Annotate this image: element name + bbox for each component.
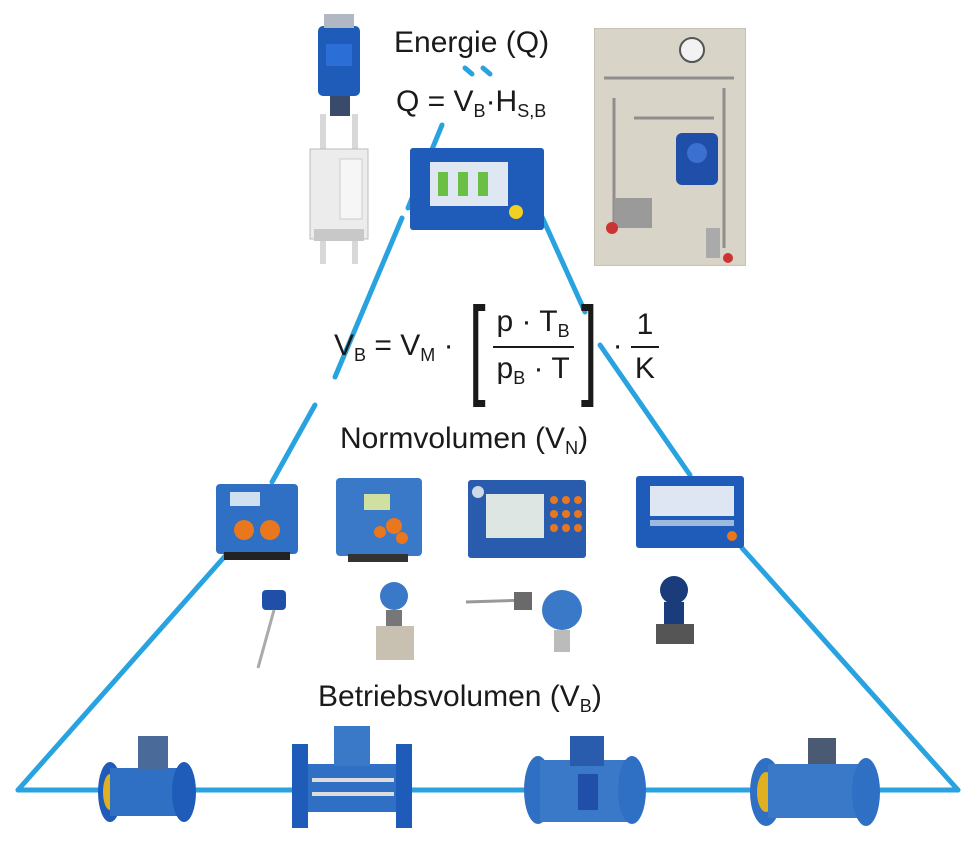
right-bracket: ] (580, 285, 598, 408)
temperature-sensor (256, 590, 286, 669)
betriebsvolumen-label: Betriebsvolumen (VB) (318, 680, 602, 717)
vb-lhs-sub: B (354, 344, 367, 365)
turbine-gas-meter (98, 736, 196, 822)
fraction-numerator-sub: B (557, 321, 570, 341)
rotary-gas-meter (524, 736, 646, 824)
flow-computer-panel (468, 480, 586, 558)
fraction-numerator: p · T (496, 305, 558, 338)
pressure-temperature-fraction: p · TB pB · T (492, 305, 574, 389)
energy-formula-sub-sb: S,B (517, 101, 547, 121)
pressure-transmitter-3 (656, 576, 694, 644)
flow-computer-top (410, 148, 544, 230)
pressure-transmitter-1 (376, 582, 414, 660)
gas-sampling-panel (594, 28, 746, 266)
left-bracket: [ (468, 285, 486, 408)
compressibility-k: K (630, 346, 659, 386)
normvolumen-label: Normvolumen (VN) (340, 422, 588, 459)
betriebsvolumen-sub: B (579, 696, 592, 716)
betriebsvolumen-close: ) (591, 680, 602, 713)
flow-computer-display (636, 476, 744, 548)
compressibility-fraction: 1 K (630, 308, 659, 386)
fraction-denominator: p (496, 352, 514, 385)
vortex-gas-meter (750, 738, 880, 826)
ultrasonic-gas-meter (292, 726, 412, 828)
betriebsvolumen-text: Betriebsvolumen (V (318, 680, 580, 713)
energy-formula: Q = VB·HS,B (396, 85, 546, 122)
vb-conversion-formula: VB = VM · [ p · TB pB · T ] · 1 K (334, 292, 659, 402)
fraction-denominator-rest: · T (525, 352, 570, 385)
normvolumen-sub: N (565, 438, 579, 458)
energy-formula-lhs: Q = V (396, 85, 474, 118)
volume-corrector-2 (336, 478, 422, 562)
compressibility-one: 1 (636, 308, 654, 341)
vb-eq: = V (374, 328, 421, 362)
normvolumen-text: Normvolumen (V (340, 422, 566, 455)
gas-chromatograph-device (309, 14, 369, 264)
vb-dot-2: · (612, 328, 623, 362)
vb-lhs: V (334, 328, 355, 362)
normvolumen-close: ) (578, 422, 589, 455)
energy-title: Energie (Q) (394, 26, 550, 59)
vb-vm-sub: M (420, 344, 436, 365)
vb-dot: · (443, 328, 454, 362)
volume-corrector-1 (216, 484, 298, 560)
pressure-transmitter-2 (466, 590, 582, 652)
energy-formula-sub-b: B (473, 101, 486, 121)
fraction-denominator-sub: B (513, 368, 526, 388)
energy-formula-mid: ·H (485, 85, 518, 118)
